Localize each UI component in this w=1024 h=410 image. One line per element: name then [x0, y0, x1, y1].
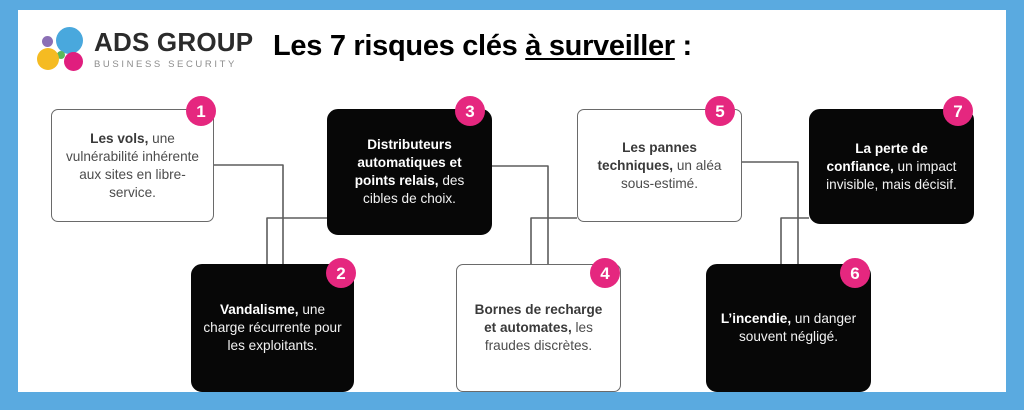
risk-card-2-bold: Vandalisme, — [219, 302, 299, 317]
risk-badge-7: 7 — [943, 96, 973, 126]
risk-card-6-rest: un danger souvent négligé. — [738, 311, 857, 344]
risk-card-5[interactable]: Les pannes techniques, un aléa sous-esti… — [577, 109, 742, 222]
logo-tagline: BUSINESS SECURITY — [94, 59, 237, 70]
logo-dot-pink-icon — [64, 52, 83, 71]
risk-card-6[interactable]: L’incendie, un danger souvent négligé. — [706, 264, 871, 392]
risk-badge-5: 5 — [705, 96, 735, 126]
brand-logo: ADS GROUP BUSINESS SECURITY — [36, 24, 254, 76]
logo-company-name: ADS GROUP — [94, 27, 254, 57]
risk-card-1[interactable]: Les vols, une vulnérabilité inhérente au… — [51, 109, 214, 222]
risk-badge-6: 6 — [840, 258, 870, 288]
risk-card-3[interactable]: Distributeurs automatiques et points rel… — [327, 109, 492, 235]
risk-card-2-rest: une charge récurrente pour les exploitan… — [203, 302, 342, 353]
page-title-part-2: : — [674, 30, 693, 62]
risk-card-1-bold: Les vols, — [90, 130, 149, 146]
risk-card-6-bold: L’incendie, — [720, 311, 792, 326]
risk-card-1-text: Les vols, une vulnérabilité inhérente au… — [62, 130, 203, 202]
wire-4-5 — [530, 217, 577, 264]
risk-card-7[interactable]: La perte de confiance, un impact invisib… — [809, 109, 974, 224]
risk-card-7-bold: La perte de confiance, — [826, 140, 928, 174]
wire-1-2 — [214, 164, 284, 264]
page-title-part-1: Les 7 risques clés — [273, 30, 526, 62]
risk-badge-1: 1 — [186, 96, 216, 126]
logo-text: ADS GROUP BUSINESS SECURITY — [94, 27, 254, 72]
risk-card-7-rest: un impact invisible, mais décisif. — [826, 158, 957, 192]
risk-card-4[interactable]: Bornes de recharge et automates, les fra… — [456, 264, 621, 392]
risk-card-4-rest: les fraudes discrètes. — [484, 320, 593, 353]
risk-card-7-text: La perte de confiance, un impact invisib… — [820, 140, 963, 194]
wire-3-4 — [492, 165, 549, 264]
logo-dot-purple-icon — [42, 36, 53, 47]
risk-card-3-text: Distributeurs automatiques et points rel… — [338, 136, 481, 208]
infographic-canvas: ADS GROUP BUSINESS SECURITY Les 7 risque… — [18, 10, 1006, 392]
header: ADS GROUP BUSINESS SECURITY Les 7 risque… — [18, 10, 1006, 88]
risk-card-4-bold: Bornes de recharge et automates, — [474, 302, 603, 335]
risk-badge-3: 3 — [455, 96, 485, 126]
wire-2-3 — [266, 217, 327, 264]
risk-card-2[interactable]: Vandalisme, une charge récurrente pour l… — [191, 264, 354, 392]
risk-card-3-rest: des cibles de choix. — [363, 173, 465, 206]
logo-dot-green-icon — [57, 51, 65, 59]
risk-badge-2: 2 — [326, 258, 356, 288]
page-title: Les 7 risques clés à surveiller : — [273, 30, 692, 63]
wire-5-6 — [742, 161, 799, 264]
risk-card-5-bold: Les pannes techniques, — [597, 139, 697, 173]
risk-card-5-text: Les pannes techniques, un aléa sous-esti… — [588, 139, 731, 193]
risk-card-3-bold: Distributeurs automatiques et points rel… — [354, 137, 462, 188]
logo-dot-blue-icon — [56, 27, 83, 54]
risk-card-4-text: Bornes de recharge et automates, les fra… — [467, 301, 610, 355]
risk-badge-4: 4 — [590, 258, 620, 288]
logo-dots-icon — [36, 26, 90, 74]
risk-card-1-rest: une vulnérabilité inhérente aux sites en… — [65, 130, 199, 200]
wire-6-7 — [780, 217, 809, 264]
risk-card-6-text: L’incendie, un danger souvent négligé. — [717, 310, 860, 346]
risk-card-5-rest: un aléa sous-estimé. — [620, 157, 722, 191]
risk-card-2-text: Vandalisme, une charge récurrente pour l… — [202, 301, 343, 355]
logo-dot-yellow-icon — [37, 48, 59, 70]
page-title-underlined: à surveiller — [525, 30, 675, 62]
